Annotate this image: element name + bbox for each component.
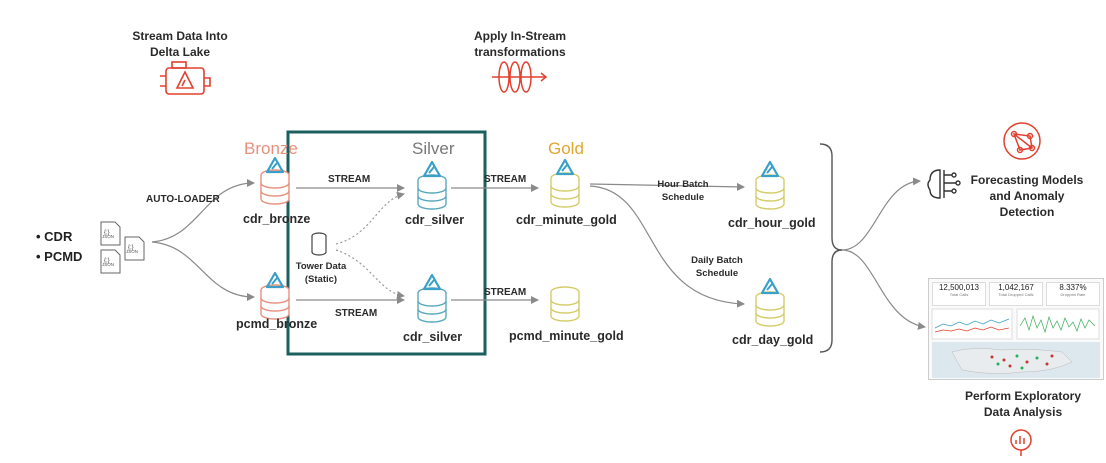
stream-gold-bottom-label: STREAM	[484, 287, 527, 298]
eda-label: Perform Exploratory Data Analysis	[964, 389, 1082, 419]
tower-to-cdr-silver-dotted	[335, 191, 405, 245]
kpi-card: 1,042,167 Total Dropped Calls	[989, 282, 1043, 306]
stream-title: Stream Data Into Delta Lake	[132, 29, 228, 59]
daily-batch-label: Daily Batch Schedule	[691, 255, 743, 279]
pcmd-minute-gold-label: pcmd_minute_gold	[509, 329, 624, 343]
stream-bottom-label: STREAM	[335, 308, 378, 319]
pcmd-bronze-cylinder	[260, 284, 290, 320]
tower-data-cylinder	[311, 232, 327, 256]
to-eda-arrow	[841, 249, 926, 330]
dashboard-line-charts	[931, 308, 1100, 340]
to-forecasting-arrow	[841, 177, 921, 251]
silver-layer-box	[286, 130, 487, 356]
pcmd-silver-cylinder	[417, 287, 447, 323]
cdr-minute-gold-label: cdr_minute_gold	[516, 213, 617, 227]
source-item-pcmd: • PCMD	[36, 249, 83, 264]
svg-text:{;}: {;}	[128, 245, 134, 251]
stream-gold-top-label: STREAM	[484, 174, 527, 185]
kpi-card: 12,500,013 Total Calls	[932, 282, 986, 306]
dashboard-map	[932, 342, 1100, 378]
ml-network-icon	[1003, 122, 1041, 160]
source-item-cdr: • CDR	[36, 229, 73, 244]
stream-top-label: STREAM	[328, 174, 371, 185]
tier-gold-label: Gold	[548, 139, 584, 158]
pcmd-minute-gold-cylinder	[550, 286, 580, 322]
pcmd-silver-label: cdr_silver	[403, 330, 463, 344]
cdr-hour-gold-cylinder	[755, 174, 785, 210]
hour-batch-arrow	[589, 182, 745, 191]
cdr-silver-cylinder	[417, 174, 447, 210]
tower-to-pcmd-silver-dotted	[335, 249, 405, 299]
svg-text:{;}: {;}	[104, 230, 110, 236]
cdr-bronze-cylinder	[260, 169, 290, 205]
cdr-day-gold-cylinder	[755, 291, 785, 327]
autoloader-to-cdr-bronze-arrow	[151, 179, 255, 243]
stream-engine-icon	[160, 61, 211, 95]
json-badge-1: JSON	[102, 234, 115, 239]
pcmd-bronze-label: pcmd_bronze	[236, 317, 318, 331]
cdr-day-gold-label: cdr_day_gold	[732, 333, 814, 347]
cdr-minute-gold-cylinder	[550, 172, 580, 208]
autoloader-to-pcmd-bronze-arrow	[151, 241, 255, 301]
gold-group-brace	[819, 143, 843, 353]
dashboard-thumbnail: 12,500,013 Total Calls 1,042,167 Total D…	[928, 278, 1104, 380]
svg-text:{;}: {;}	[104, 258, 110, 264]
tier-silver-label: Silver	[412, 139, 455, 158]
json-badge-2: JSON	[102, 262, 115, 267]
source-list: • CDR • PCMD	[36, 227, 82, 267]
cdr-silver-label: cdr_silver	[405, 213, 465, 227]
hour-batch-label: Hour Batch Schedule	[657, 179, 709, 203]
tower-data-label: Tower Data (Static)	[295, 261, 347, 285]
autoloader-label: AUTO-LOADER	[146, 194, 220, 205]
eda-analytics-icon	[1010, 429, 1032, 456]
daily-batch-arrow	[589, 185, 745, 308]
tier-bronze-label: Bronze	[244, 139, 298, 158]
json-file-icon	[100, 221, 145, 274]
brain-icon	[927, 169, 961, 199]
cdr-bronze-label: cdr_bronze	[243, 212, 311, 226]
json-badge-3: JSON	[126, 249, 139, 254]
cdr-hour-gold-label: cdr_hour_gold	[728, 216, 816, 230]
transform-icon	[492, 61, 548, 93]
kpi-card: 8.337% Dropped Rate	[1046, 282, 1100, 306]
transform-title: Apply In-Stream transformations	[473, 29, 566, 59]
forecasting-label: Forecasting Models and Anomaly Detection	[970, 173, 1084, 219]
